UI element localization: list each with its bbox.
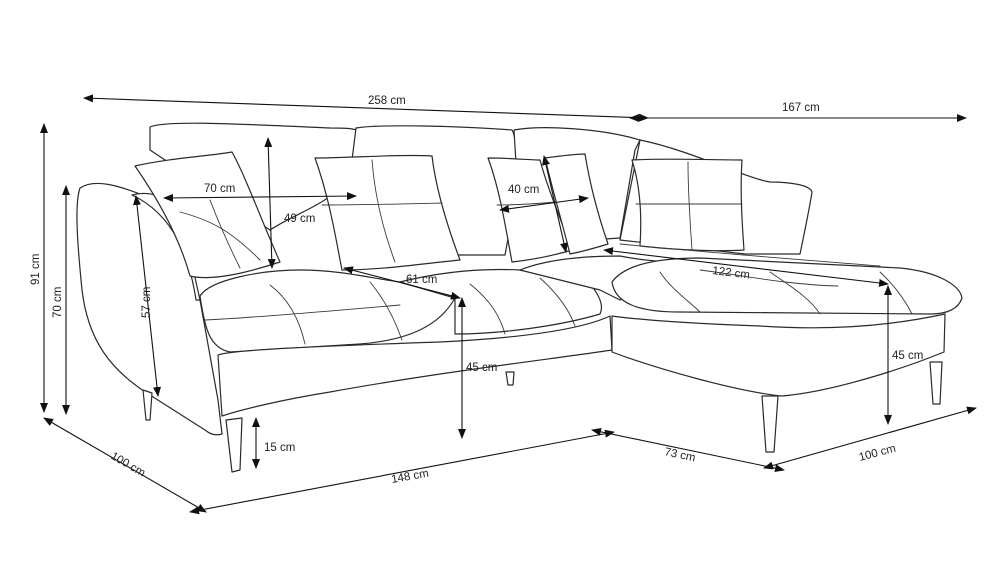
leg-1 [142, 389, 153, 421]
label-arm-depth: 57 cm [141, 287, 153, 318]
sofa-drawing [76, 122, 963, 473]
label-chaise-seat-height: 45 cm [892, 350, 923, 362]
label-arm-height: 70 cm [52, 287, 64, 318]
back-cushion-left [149, 122, 361, 231]
leg-3 [505, 371, 515, 386]
label-seat-height: 45 cm [466, 362, 497, 374]
sofa-base [217, 315, 613, 417]
label-chaise-front: 73 cm [663, 446, 696, 464]
label-seat-depth: 61 cm [406, 274, 437, 286]
label-total-height: 91 cm [30, 254, 42, 285]
leg-4 [761, 395, 779, 453]
label-chaise-width: 100 cm [858, 443, 898, 464]
label-leg-height: 15 cm [264, 442, 295, 454]
leg-5 [929, 361, 943, 405]
pillow-center [314, 154, 461, 271]
label-chaise-depth-top: 167 cm [782, 102, 820, 114]
label-pillow-width: 70 cm [204, 183, 235, 195]
dimension-lines [40, 94, 977, 515]
label-small-pillow: 40 cm [508, 184, 539, 196]
pillow-left [134, 151, 281, 279]
label-front-length: 148 cm [390, 468, 429, 486]
chaise-base [611, 313, 946, 397]
label-chaise-length: 122 cm [712, 265, 751, 282]
label-pillow-height: 49 cm [284, 213, 315, 225]
chaise-cushion [611, 257, 963, 315]
label-total-length: 258 cm [368, 95, 406, 107]
leg-2 [225, 417, 243, 473]
label-sofa-depth: 100 cm [109, 450, 148, 479]
